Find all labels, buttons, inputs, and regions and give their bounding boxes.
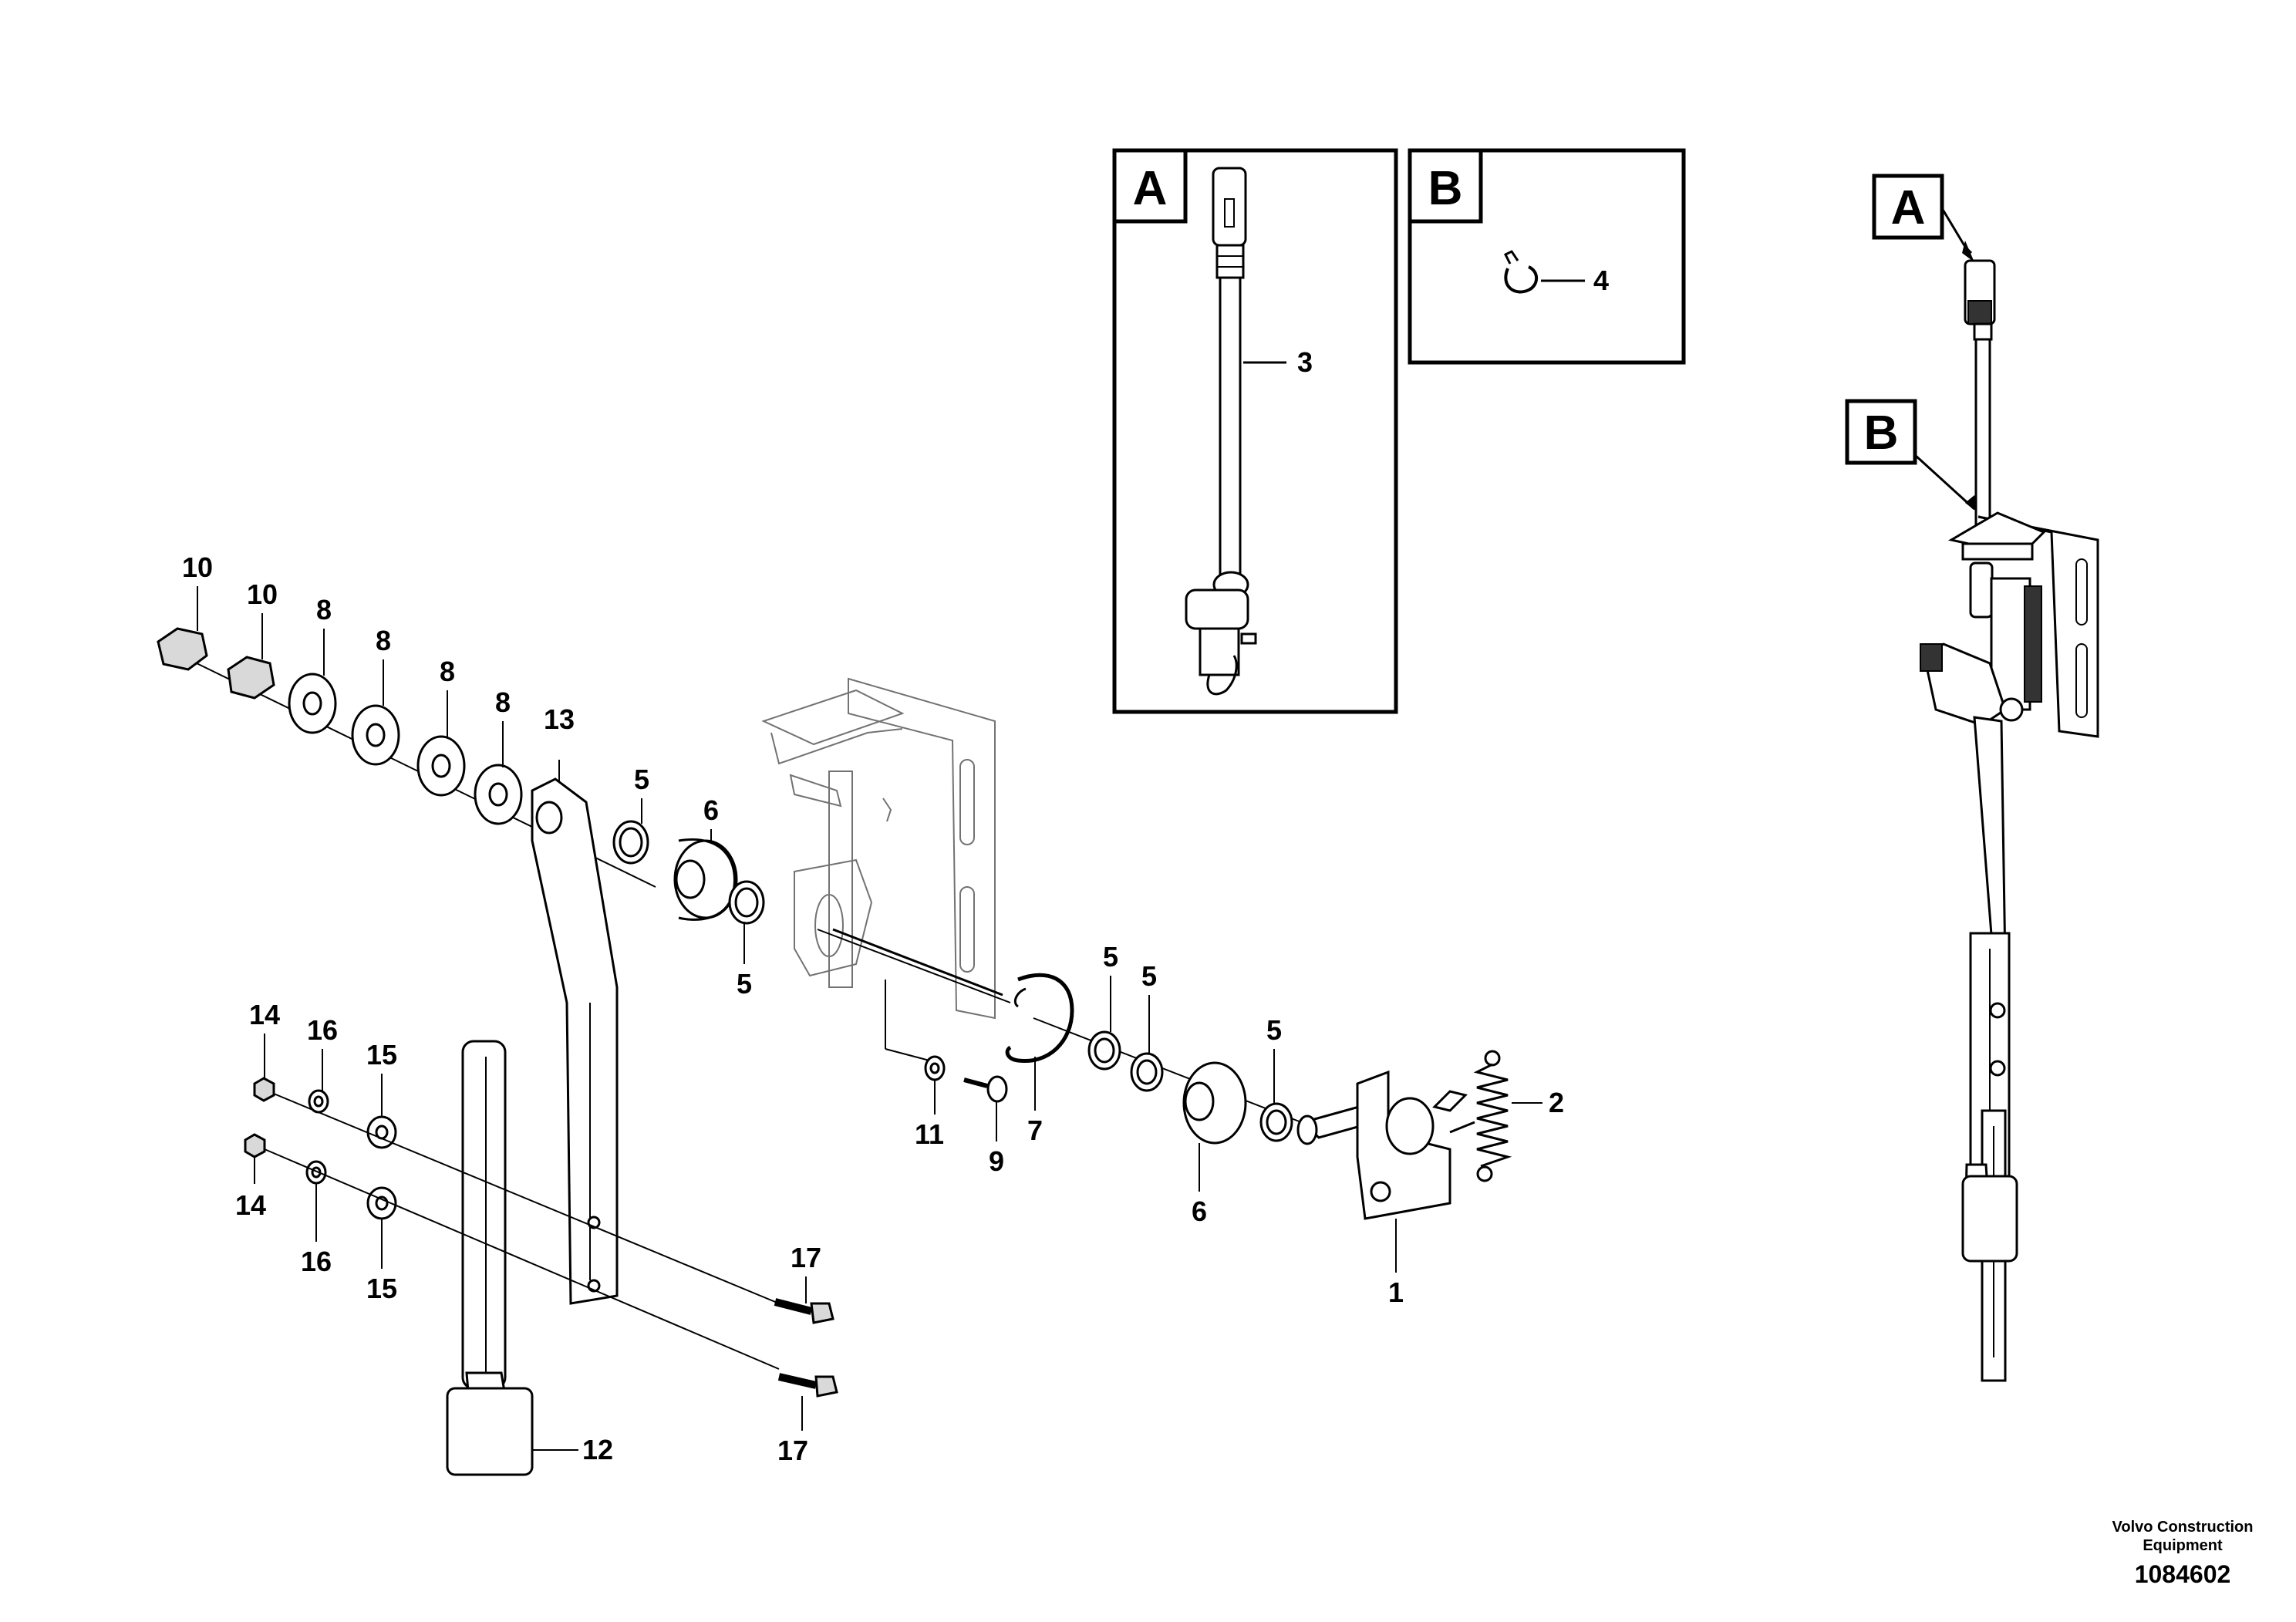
detail-box-b: B 4 xyxy=(1408,148,1686,365)
callout-13: 13 xyxy=(544,703,575,735)
callout-14: 14 xyxy=(235,1189,266,1221)
pedal-part xyxy=(446,1040,534,1476)
nut-part xyxy=(157,627,275,700)
company-name-line2: Equipment xyxy=(2143,1537,2223,1554)
clip-part xyxy=(1503,250,1539,294)
callout-15: 15 xyxy=(366,1273,397,1304)
sensor-cable-part xyxy=(1185,167,1257,696)
detail-box-b-label: B xyxy=(1428,162,1463,215)
callout-16: 16 xyxy=(301,1246,332,1277)
callout-9: 9 xyxy=(989,1145,1004,1177)
callout-7: 7 xyxy=(1027,1114,1043,1146)
callout-8: 8 xyxy=(376,625,391,656)
callout-8: 8 xyxy=(495,686,511,718)
callout-5: 5 xyxy=(634,764,649,795)
bolt-part xyxy=(774,1298,838,1398)
callout-14: 14 xyxy=(249,999,280,1030)
detail-box-a-label: A xyxy=(1133,162,1168,215)
callout-10: 10 xyxy=(247,578,278,610)
callout-4: 4 xyxy=(1593,265,1609,296)
callout-8: 8 xyxy=(316,594,332,626)
view-label-a: A xyxy=(1891,181,1926,234)
callout-5: 5 xyxy=(1103,941,1118,973)
spring-part xyxy=(1449,1050,1512,1182)
callout-12: 12 xyxy=(582,1434,613,1465)
callout-10: 10 xyxy=(182,551,213,583)
exploded-view: 10 10 8 8 8 8 13 5 6 5 5 5 5 6 7 11 9 2 … xyxy=(157,551,1564,1476)
callout-1: 1 xyxy=(1388,1276,1404,1308)
bearing-parts xyxy=(612,820,765,925)
callout-5: 5 xyxy=(737,968,752,1000)
callout-15: 15 xyxy=(366,1039,397,1071)
arm-part xyxy=(1296,1070,1468,1220)
lever-part xyxy=(531,777,619,1305)
assembled-view: A B xyxy=(1845,174,2099,1382)
callout-8: 8 xyxy=(440,656,455,687)
callout-5: 5 xyxy=(1141,960,1157,992)
drawing-footer: Volvo Construction Equipment 1084602 xyxy=(2112,1519,2254,1588)
callout-6: 6 xyxy=(703,794,719,826)
callout-6: 6 xyxy=(1192,1195,1207,1227)
washer-part xyxy=(288,673,523,825)
drawing-number: 1084602 xyxy=(2135,1560,2231,1588)
screw-part xyxy=(963,1075,1008,1103)
snap-ring-part xyxy=(1005,973,1074,1064)
callout-17: 17 xyxy=(791,1242,821,1273)
callout-3: 3 xyxy=(1297,346,1313,378)
callout-17: 17 xyxy=(777,1435,808,1466)
callout-2: 2 xyxy=(1549,1087,1564,1118)
mounting-bracket xyxy=(761,677,996,1020)
callout-16: 16 xyxy=(307,1014,338,1046)
callout-11: 11 xyxy=(915,1118,944,1150)
callout-5: 5 xyxy=(1266,1014,1282,1046)
view-label-b: B xyxy=(1864,406,1899,460)
company-name-line1: Volvo Construction xyxy=(2112,1519,2254,1536)
fastener-set xyxy=(244,1077,780,1370)
detail-box-a: A 3 xyxy=(1112,148,1398,714)
